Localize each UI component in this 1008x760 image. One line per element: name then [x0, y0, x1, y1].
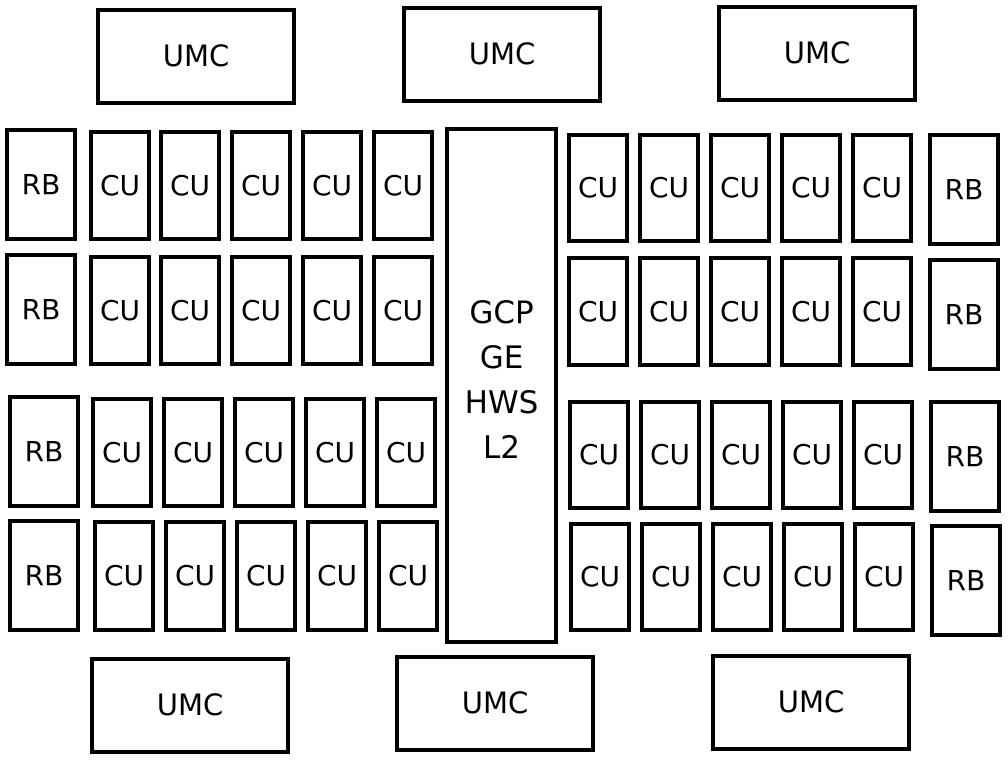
cu-left-row-1-3: CU	[230, 130, 292, 241]
cu-left-row-3-3: CU	[233, 397, 295, 508]
cu-right-row-2-4: CU	[780, 256, 842, 367]
cu-right-row-1-5: CU	[851, 133, 913, 243]
rb-left-row-1: RB	[5, 128, 77, 241]
umc-bottom-1: UMC	[90, 657, 290, 754]
cu-left-row-3-5: CU	[375, 397, 437, 508]
rb-right-row-2: RB	[928, 258, 1000, 371]
center-block: GCP GE HWS L2	[445, 127, 558, 644]
cu-left-row-4-1: CU	[93, 520, 155, 632]
center-label-gcp: GCP	[469, 295, 534, 331]
cu-left-row-4-4: CU	[306, 520, 368, 632]
cu-left-row-4-5: CU	[377, 520, 439, 632]
cu-left-row-3-1: CU	[91, 397, 153, 508]
cu-left-row-2-3: CU	[230, 255, 292, 366]
umc-top-2: UMC	[402, 6, 602, 103]
cu-right-row-1-4: CU	[780, 133, 842, 243]
umc-top-1: UMC	[96, 8, 296, 105]
cu-right-row-3-3: CU	[710, 400, 772, 510]
center-label-hws: HWS	[464, 384, 539, 421]
cu-left-row-1-5: CU	[372, 130, 434, 241]
cu-right-row-4-3: CU	[711, 522, 773, 632]
cu-right-row-4-2: CU	[640, 522, 702, 632]
cu-left-row-2-5: CU	[372, 255, 434, 366]
cu-right-row-4-1: CU	[569, 522, 631, 632]
cu-left-row-2-4: CU	[301, 255, 363, 366]
cu-right-row-1-3: CU	[709, 133, 771, 243]
cu-right-row-3-2: CU	[639, 400, 701, 510]
umc-top-3: UMC	[717, 5, 917, 102]
center-label-ge: GE	[479, 339, 524, 376]
cu-right-row-2-1: CU	[567, 256, 629, 367]
cu-left-row-3-2: CU	[162, 397, 224, 508]
cu-left-row-1-2: CU	[159, 130, 221, 241]
cu-right-row-4-5: CU	[853, 522, 915, 632]
rb-right-row-1: RB	[928, 133, 1000, 246]
cu-left-row-1-4: CU	[301, 130, 363, 241]
rb-right-row-3: RB	[929, 400, 1001, 513]
umc-bottom-3: UMC	[711, 654, 911, 751]
cu-right-row-1-2: CU	[638, 133, 700, 243]
cu-right-row-4-4: CU	[782, 522, 844, 632]
rb-left-row-4: RB	[8, 519, 80, 632]
cu-right-row-1-1: CU	[567, 133, 629, 243]
cu-right-row-2-2: CU	[638, 256, 700, 367]
cu-left-row-4-2: CU	[164, 520, 226, 632]
cu-right-row-3-4: CU	[781, 400, 843, 510]
cu-left-row-2-2: CU	[159, 255, 221, 366]
cu-right-row-2-3: CU	[709, 256, 771, 367]
cu-right-row-2-5: CU	[851, 256, 913, 367]
rb-right-row-4: RB	[930, 524, 1002, 637]
cu-left-row-1-1: CU	[89, 130, 151, 241]
cu-left-row-3-4: CU	[304, 397, 366, 508]
rb-left-row-2: RB	[5, 253, 77, 366]
cu-right-row-3-1: CU	[568, 400, 630, 510]
center-label-l2: L2	[483, 429, 520, 466]
cu-right-row-3-5: CU	[852, 400, 914, 510]
cu-left-row-2-1: CU	[89, 255, 151, 366]
rb-left-row-3: RB	[8, 395, 80, 508]
cu-left-row-4-3: CU	[235, 520, 297, 632]
umc-bottom-2: UMC	[395, 655, 595, 752]
